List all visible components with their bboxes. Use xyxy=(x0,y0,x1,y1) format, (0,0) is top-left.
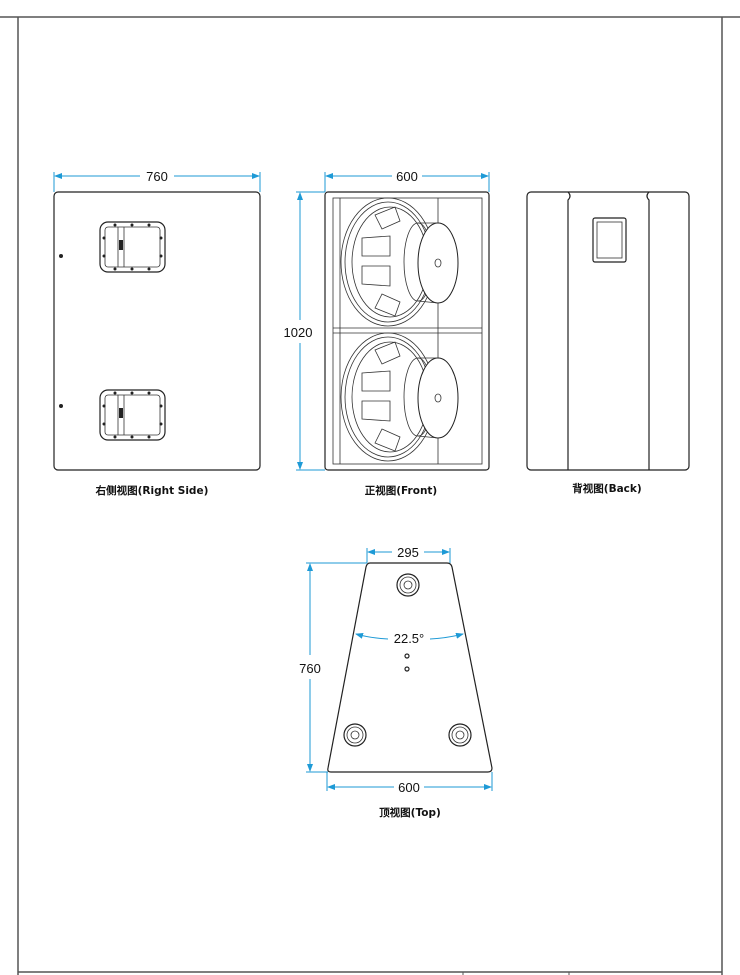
angle-dimension: 22.5° xyxy=(355,631,464,646)
top-depth-dimension: 760 xyxy=(299,562,367,773)
front-view-label: 正视图(Front) xyxy=(365,484,438,497)
side-width-dimension: 760 xyxy=(53,169,261,192)
pole-socket-icon xyxy=(448,723,472,747)
side-view: 760 右侧视图(Right Side) xyxy=(53,169,261,497)
woofer-icon xyxy=(340,332,459,462)
handle-icon xyxy=(99,389,166,441)
sheet-frame xyxy=(0,16,740,975)
back-view: 背视图(Back) xyxy=(526,191,690,495)
front-width-value: 600 xyxy=(396,169,418,184)
side-width-value: 760 xyxy=(146,169,168,184)
pole-socket-icon xyxy=(343,723,367,747)
front-view: 600 1020 正视图(Front) xyxy=(284,169,490,497)
side-view-label: 右侧视图(Right Side) xyxy=(95,484,209,497)
angle-value: 22.5° xyxy=(394,631,425,646)
top-view: 295 760 22.5° 600 顶视图(Top) xyxy=(299,545,493,819)
handle-icon xyxy=(99,221,166,273)
bottom-width-dimension: 600 xyxy=(326,772,493,795)
front-width-dimension: 600 xyxy=(324,169,490,192)
top-width-value: 295 xyxy=(397,545,419,560)
pole-socket-icon xyxy=(396,573,420,597)
back-view-label: 背视图(Back) xyxy=(572,482,641,495)
bottom-width-value: 600 xyxy=(398,780,420,795)
woofer-icon xyxy=(340,197,459,327)
front-height-dimension: 1020 xyxy=(284,191,325,471)
top-view-label: 顶视图(Top) xyxy=(379,806,441,819)
input-plate xyxy=(592,217,627,263)
front-height-value: 1020 xyxy=(284,325,313,340)
top-width-dimension: 295 xyxy=(366,545,451,563)
top-depth-value: 760 xyxy=(299,661,321,676)
